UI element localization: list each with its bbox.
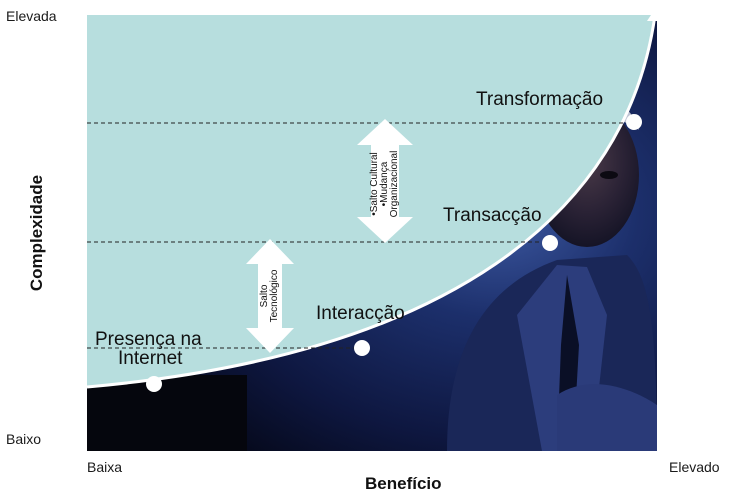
stage-label-transaccao: Transacção	[443, 205, 542, 226]
x-axis-high-label: Elevado	[669, 459, 720, 475]
stage-label-transformacao: Transformação	[476, 89, 604, 110]
y-axis-high-label: Elevada	[6, 8, 57, 24]
technological-leap-arrow	[246, 239, 294, 353]
stage-point-transformacao	[626, 114, 642, 130]
cultural-leap-label: •Salto Cultural •Mudança Organizacional	[369, 150, 400, 218]
stage-label-presenca-line1: Presença na	[95, 329, 202, 350]
y-axis-title: Complexidade	[27, 174, 46, 292]
stage-label-interaccao: Interacção	[316, 303, 405, 324]
technological-leap-line2: Tecnológico	[269, 269, 280, 323]
stage-label-presenca-line2: Internet	[118, 348, 183, 369]
curve-arrowhead	[647, 15, 657, 21]
cultural-leap-line3: Organizacional	[389, 150, 400, 218]
stage-point-interaccao	[354, 340, 370, 356]
stage-point-presenca	[146, 376, 162, 392]
stage-point-transaccao	[542, 235, 558, 251]
x-axis-low-label: Baixa	[87, 459, 123, 475]
diagram-area	[87, 15, 657, 451]
growth-curve	[87, 15, 657, 389]
y-axis-low-label: Baixo	[6, 431, 42, 447]
technological-leap-label: Salto Tecnológico	[259, 269, 280, 323]
cultural-leap-arrow	[357, 119, 413, 243]
x-axis-title: Benefício	[365, 474, 442, 493]
photo-dark-left	[87, 375, 247, 451]
diagram-canvas	[87, 15, 657, 451]
